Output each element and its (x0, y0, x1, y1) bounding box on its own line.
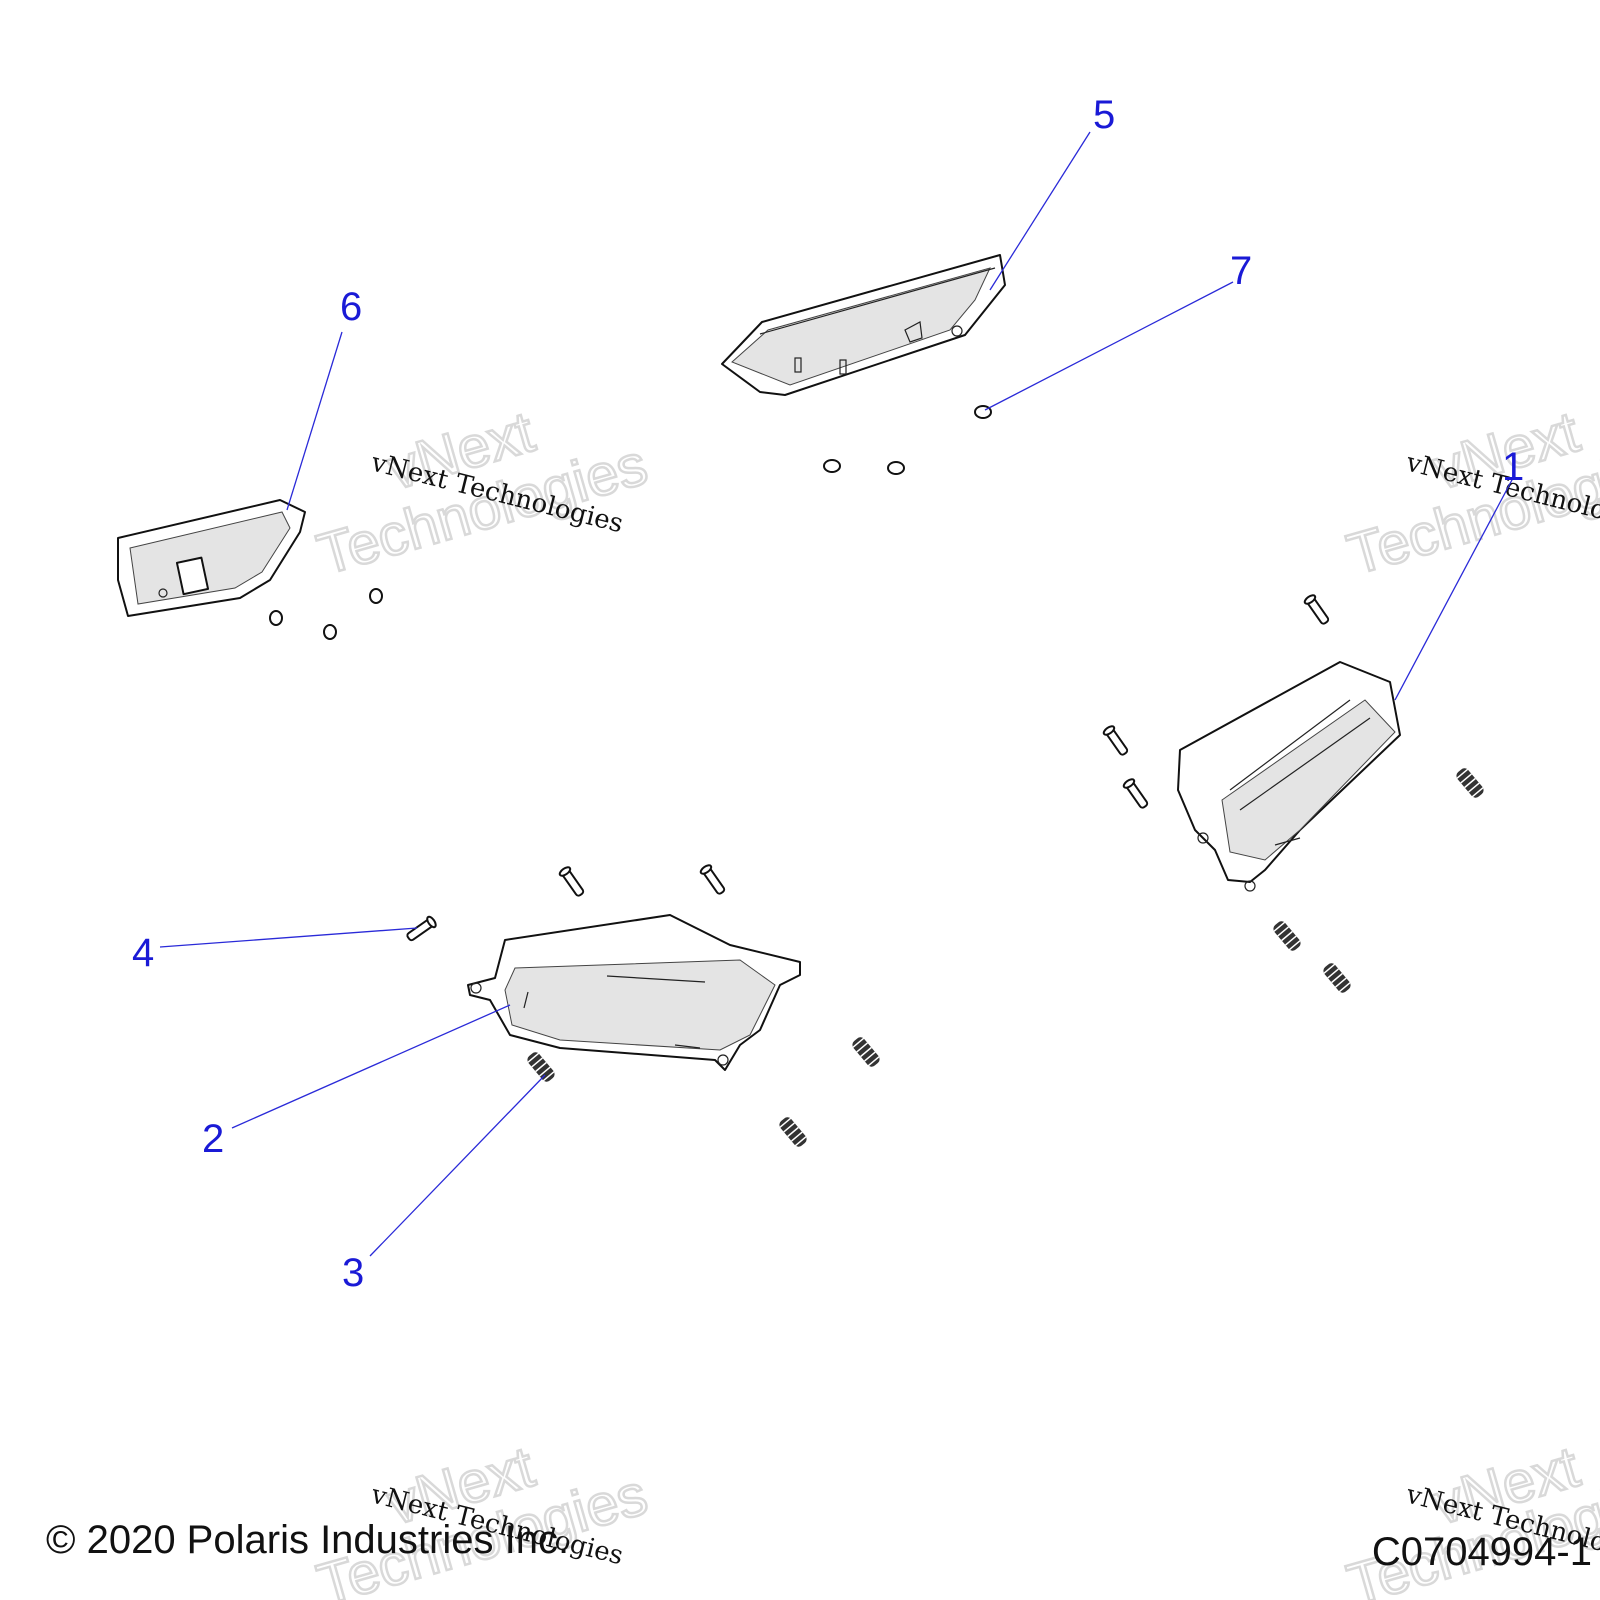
leader-3 (369, 1074, 546, 1257)
screw (699, 864, 726, 895)
mount-hole (717, 1054, 729, 1066)
screw (1102, 725, 1129, 756)
grommet (323, 624, 337, 640)
watermark-top-center: vNext Technologies vNext Technologies (309, 398, 655, 589)
mount-hole (1197, 832, 1209, 844)
callout-3: 3 (342, 1251, 364, 1295)
callout-5: 5 (1093, 93, 1115, 137)
grommets-7 (823, 405, 992, 475)
leader-7 (984, 281, 1234, 411)
part-headlight-left (467, 914, 801, 1071)
grommets-6 (269, 588, 383, 640)
spring (1456, 768, 1484, 798)
leader-2 (231, 1004, 511, 1129)
callout-6: 6 (340, 285, 362, 329)
tab (794, 357, 802, 373)
mount-hole (470, 982, 482, 994)
spring (852, 1037, 880, 1067)
screw (558, 866, 585, 897)
leader-lines (159, 131, 1514, 1257)
leader-6 (286, 331, 343, 511)
leader-1 (1394, 477, 1514, 701)
screw (1303, 594, 1330, 625)
latch (175, 556, 210, 596)
part-headlight-right (1177, 661, 1401, 892)
leader-5 (989, 131, 1091, 291)
screw (406, 915, 437, 942)
part-upper-lens (721, 254, 1006, 396)
part-side-lens (117, 499, 306, 617)
callout-labels: 1 2 3 4 5 6 7 (132, 93, 1524, 1295)
mount-hole (158, 588, 168, 598)
copyright-notice: © 2020 Polaris Industries Inc. (46, 1518, 570, 1562)
leader-4 (159, 927, 418, 948)
grommet (369, 588, 383, 604)
spring (1323, 963, 1351, 993)
spring (779, 1117, 807, 1147)
springs-3 (527, 768, 1484, 1147)
grommet (823, 459, 841, 473)
mount-hole (1244, 880, 1256, 892)
figure-id: C0704994-1 (1371, 1530, 1592, 1574)
callout-7: 7 (1230, 249, 1252, 293)
mount-hole (951, 325, 963, 337)
tab (839, 359, 847, 375)
callout-2: 2 (202, 1117, 224, 1161)
watermark-bottom-right: vNext Technologies vNext Technologies (1339, 1433, 1600, 1600)
screw (1122, 778, 1149, 809)
spring (1273, 921, 1301, 951)
callout-1: 1 (1502, 445, 1524, 489)
screws-4 (406, 594, 1330, 942)
grommet (269, 610, 283, 626)
spring (527, 1052, 555, 1082)
grommet (887, 461, 905, 475)
callout-4: 4 (132, 931, 154, 975)
